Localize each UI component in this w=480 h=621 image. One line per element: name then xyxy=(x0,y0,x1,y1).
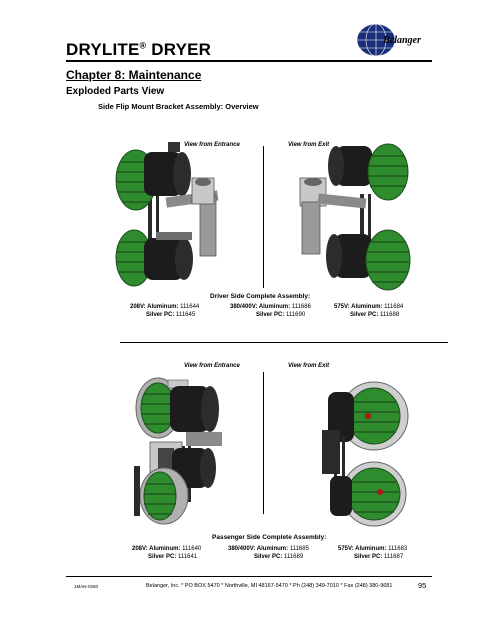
part-pc-label: Silver PC: xyxy=(148,554,177,560)
passenger-view-divider xyxy=(263,372,264,514)
chapter-heading: Chapter 8: Maintenance xyxy=(66,68,202,82)
part-pc-label: Silver PC: xyxy=(350,312,379,318)
passenger-view-entrance-label: View from Entrance xyxy=(184,363,240,369)
section-heading: Exploded Parts View xyxy=(66,86,165,97)
part-pc-value: 111688 xyxy=(380,312,400,318)
document-title: DRYLITE® DRYER xyxy=(66,40,211,60)
driver-part-380-400v: 380/400V: Aluminum: 111686 Silver PC: 11… xyxy=(230,303,311,319)
part-aluminum-label: 208V: Aluminum: xyxy=(132,546,181,552)
part-pc-label: Silver PC: xyxy=(146,312,175,318)
logo-wordmark: Belanger xyxy=(382,35,421,46)
part-pc-label: Silver PC: xyxy=(254,554,283,560)
page-number: 95 xyxy=(418,581,427,590)
part-aluminum-label: 575V: Aluminum: xyxy=(334,304,383,310)
passenger-part-380-400v: 380/400V: Aluminum: 111685 Silver PC: 11… xyxy=(228,545,309,561)
footer-document-code: 1MAN-0260 xyxy=(74,584,99,589)
part-pc-value: 111645 xyxy=(176,312,196,318)
part-aluminum-label: 380/400V: Aluminum: xyxy=(230,304,291,310)
part-aluminum-label: 208V: Aluminum: xyxy=(130,304,179,310)
part-pc-value: 111690 xyxy=(286,312,306,318)
part-aluminum-value: 111685 xyxy=(289,546,309,552)
belanger-logo: Belanger xyxy=(356,23,421,57)
driver-exit-assembly-image xyxy=(288,134,418,294)
driver-entrance-assembly-image xyxy=(108,132,258,290)
part-aluminum-label: 380/400V: Aluminum: xyxy=(228,546,289,552)
part-aluminum-value: 111684 xyxy=(384,304,404,310)
part-aluminum-value: 111686 xyxy=(291,304,311,310)
registered-mark: ® xyxy=(139,40,147,51)
passenger-part-208v: 208V: Aluminum: 111640 Silver PC: 111641 xyxy=(132,545,201,561)
footer-address: Belanger, Inc. * PO BOX 5470 * Northvill… xyxy=(146,583,393,589)
passenger-entrance-assembly-image xyxy=(128,366,258,528)
title-suffix: DRYER xyxy=(146,40,212,59)
header-rule xyxy=(66,60,432,62)
red-accent-icon xyxy=(365,413,371,419)
part-pc-value: 111687 xyxy=(384,554,404,560)
driver-view-divider xyxy=(263,146,264,288)
driver-part-208v: 208V: Aluminum: 111644 Silver PC: 111645 xyxy=(130,303,199,319)
passenger-view-exit-label: View from Exit xyxy=(288,363,330,369)
part-aluminum-value: 111644 xyxy=(180,304,200,310)
part-pc-value: 111689 xyxy=(284,554,304,560)
part-pc-label: Silver PC: xyxy=(256,312,285,318)
driver-part-575v: 575V: Aluminum: 111684 Silver PC: 111688 xyxy=(334,303,403,319)
driver-view-exit-label: View from Exit xyxy=(288,142,330,148)
driver-assembly-heading: Driver Side Complete Assembly: xyxy=(210,293,311,300)
part-pc-value: 111641 xyxy=(178,554,198,560)
subsection-heading: Side Flip Mount Bracket Assembly: Overvi… xyxy=(98,102,259,111)
section-divider-rule xyxy=(120,342,448,343)
part-aluminum-value: 111683 xyxy=(388,546,408,552)
passenger-part-575v: 575V: Aluminum: 111683 Silver PC: 111687 xyxy=(338,545,407,561)
passenger-exit-assembly-image xyxy=(314,372,424,530)
part-aluminum-value: 111640 xyxy=(182,546,202,552)
part-aluminum-label: 575V: Aluminum: xyxy=(338,546,387,552)
footer-rule xyxy=(66,576,432,577)
driver-view-entrance-label: View from Entrance xyxy=(184,142,240,148)
title-text: DRYLITE xyxy=(66,40,140,59)
part-pc-label: Silver PC: xyxy=(354,554,383,560)
passenger-assembly-heading: Passenger Side Complete Assembly: xyxy=(212,534,327,541)
